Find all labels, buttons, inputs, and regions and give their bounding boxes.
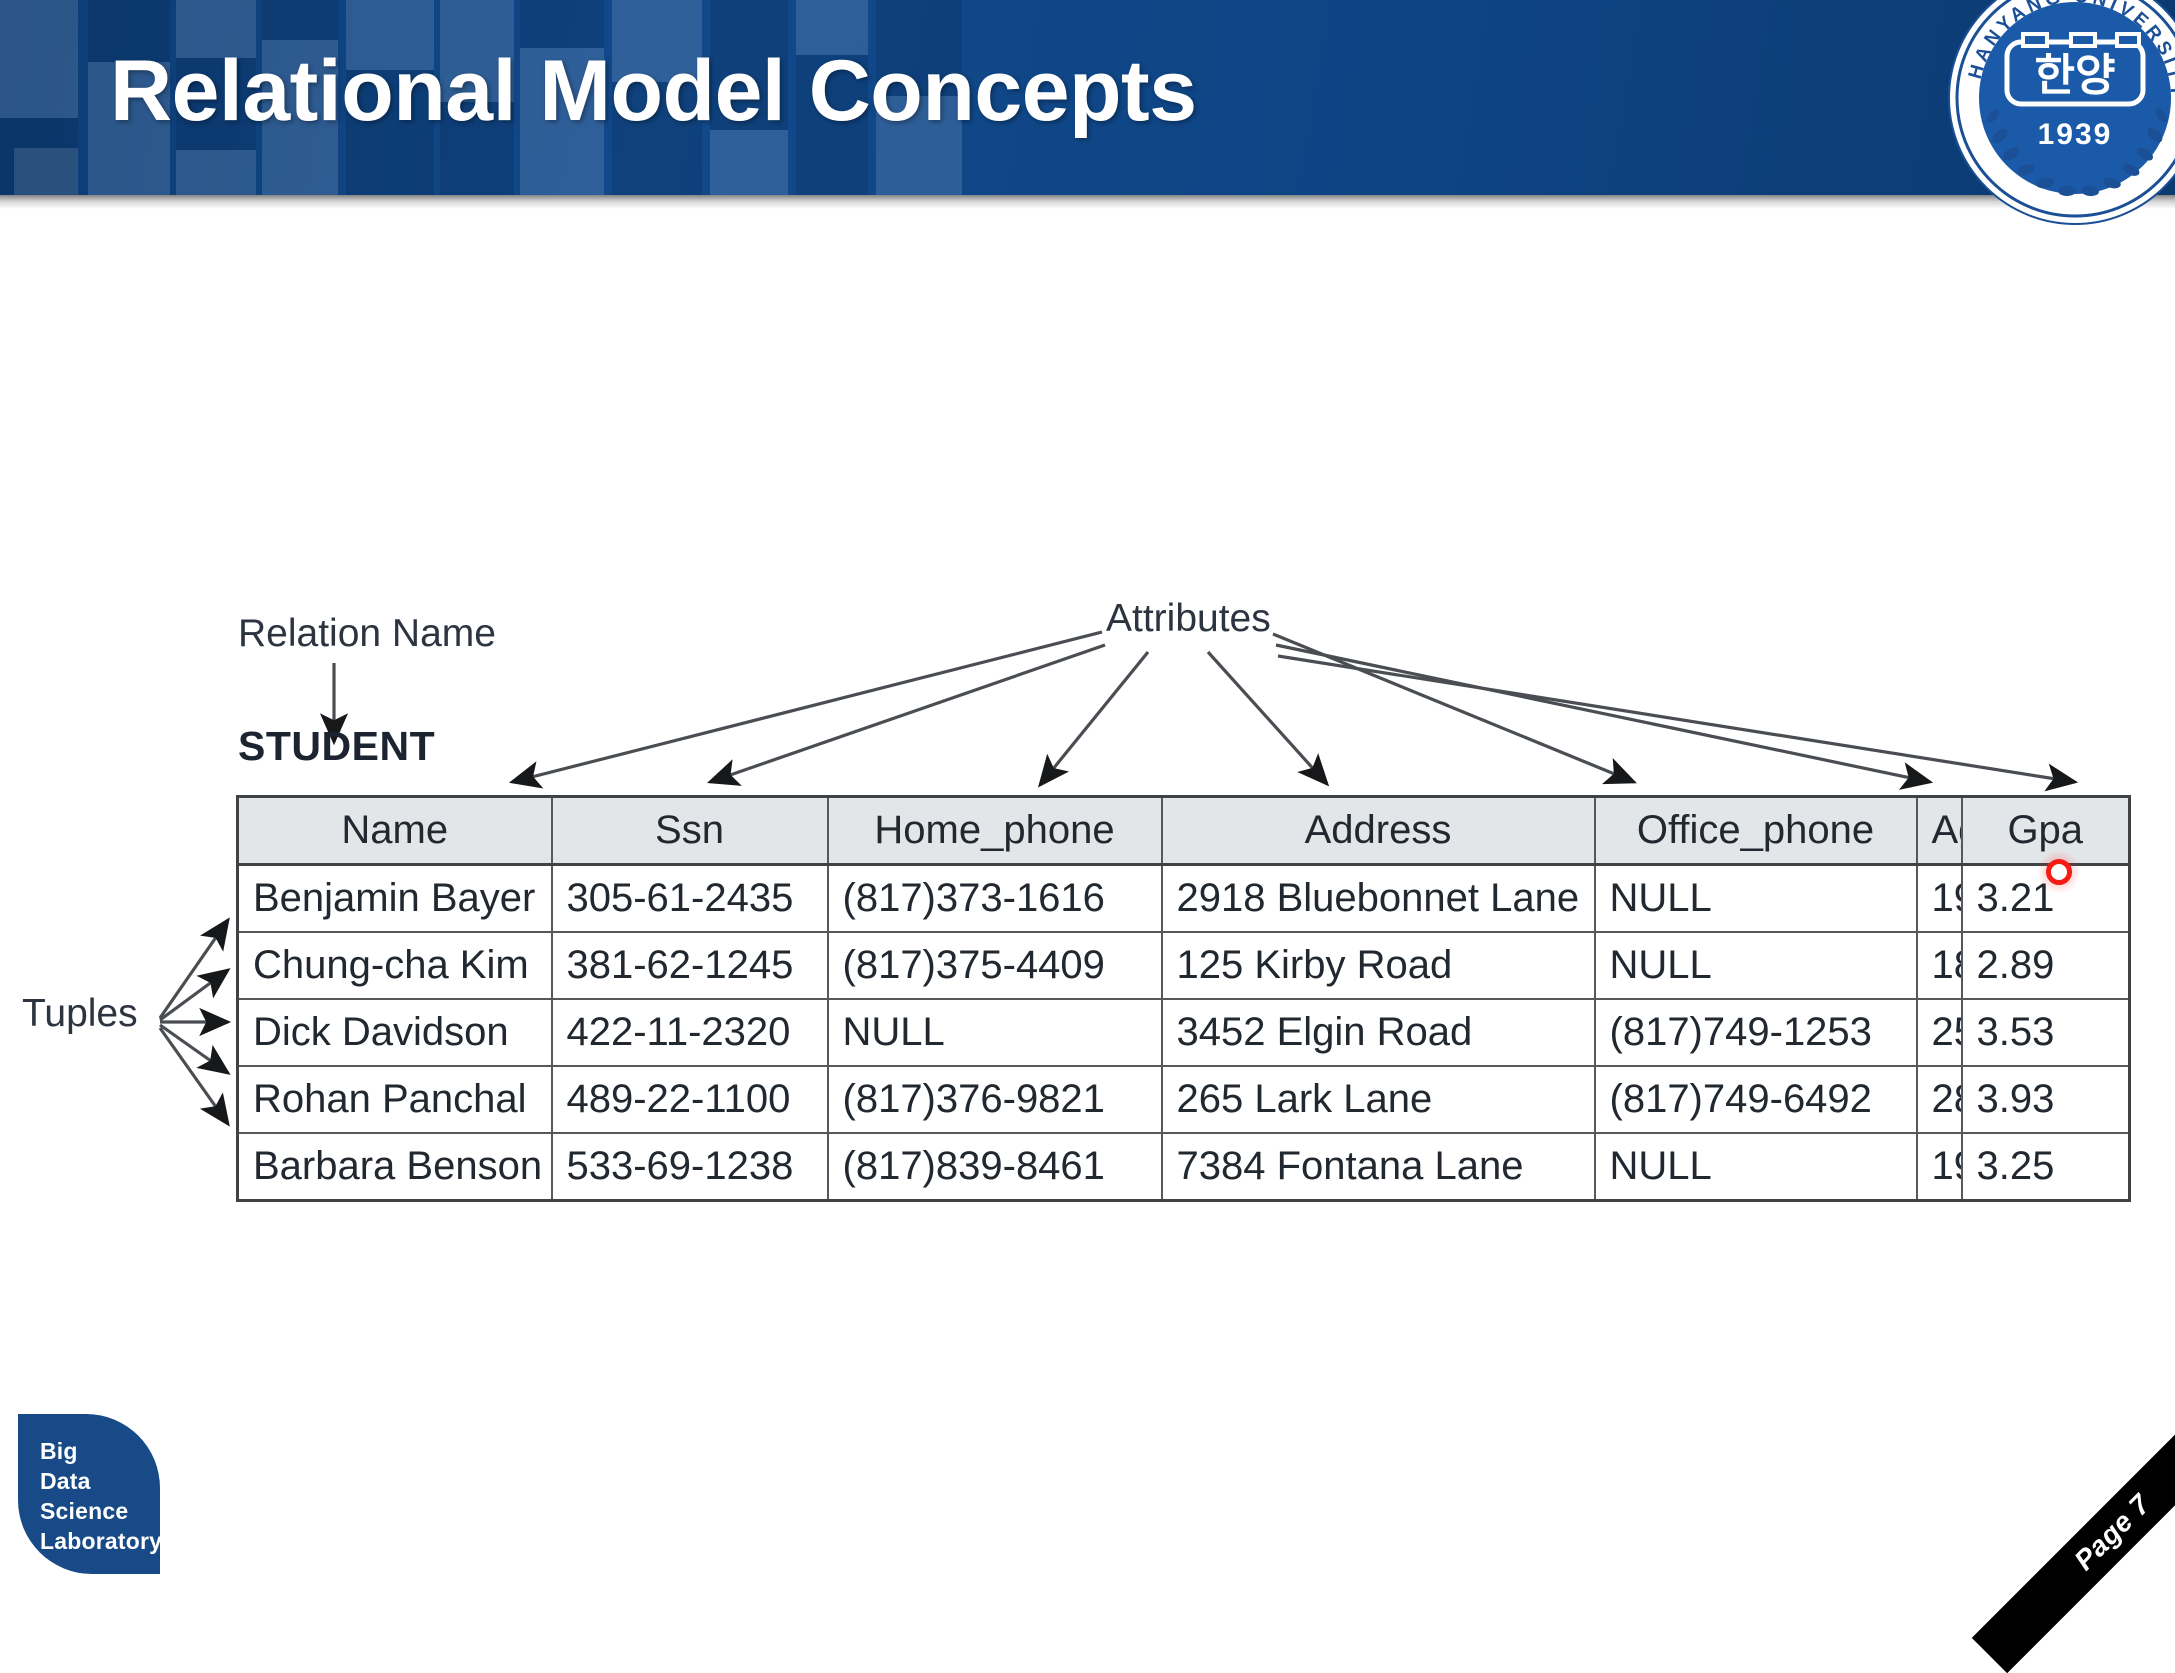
cell-address: 265 Lark Lane: [1160, 1065, 1596, 1134]
cell-office-phone: NULL: [1593, 931, 1918, 1000]
cell-name: Rohan Panchal: [236, 1065, 553, 1134]
table-header-row: Name Ssn Home_phone Address Office_phone…: [236, 795, 2131, 866]
table-row: Rohan Panchal 489-22-1100 (817)376-9821 …: [236, 1065, 2131, 1134]
column-header-age: Age: [1915, 795, 1963, 866]
hanyang-university-seal-icon: HANYANG UNIVERSITY 한양 1939: [1948, 0, 2175, 225]
cursor-ring-icon: [2046, 859, 2072, 885]
cell-ssn: 381-62-1245: [550, 931, 829, 1000]
cell-age: 28: [1915, 1065, 1963, 1134]
student-relation-table: Name Ssn Home_phone Address Office_phone…: [236, 795, 2131, 1202]
cell-ssn: 422-11-2320: [550, 998, 829, 1067]
column-header-home-phone: Home_phone: [826, 795, 1163, 866]
page-number-label: Page 7: [2068, 1488, 2157, 1577]
cell-address: 7384 Fontana Lane: [1160, 1132, 1596, 1202]
cell-office-phone: (817)749-1253: [1593, 998, 1918, 1067]
cell-home-phone: (817)375-4409: [826, 931, 1163, 1000]
cell-gpa: 3.93: [1960, 1065, 2131, 1134]
cell-name: Dick Davidson: [236, 998, 553, 1067]
cell-age: 25: [1915, 998, 1963, 1067]
attributes-annotation-label: Attributes: [1106, 597, 1271, 640]
svg-text:1939: 1939: [2038, 118, 2113, 151]
cell-ssn: 533-69-1238: [550, 1132, 829, 1202]
cell-ssn: 305-61-2435: [550, 863, 829, 933]
cell-gpa: 2.89: [1960, 931, 2131, 1000]
lab-logo-line-1: Big: [40, 1438, 78, 1464]
cell-gpa: 3.53: [1960, 998, 2131, 1067]
column-header-name: Name: [236, 795, 553, 866]
cell-age: 18: [1915, 931, 1963, 1000]
cell-home-phone: NULL: [826, 998, 1163, 1067]
table-row: Dick Davidson 422-11-2320 NULL 3452 Elgi…: [236, 998, 2131, 1067]
header-drop-shadow: [0, 195, 2175, 209]
cell-home-phone: (817)839-8461: [826, 1132, 1163, 1202]
cell-gpa: 3.21: [1960, 863, 2131, 933]
table-row: Chung-cha Kim 381-62-1245 (817)375-4409 …: [236, 931, 2131, 1000]
column-header-office-phone: Office_phone: [1593, 795, 1918, 866]
column-header-gpa: Gpa: [1960, 795, 2131, 866]
cell-office-phone: NULL: [1593, 863, 1918, 933]
cursor-pointer-marker: [2037, 850, 2081, 894]
slide-header-bar: Relational Model Concepts: [0, 0, 2175, 195]
svg-text:한양: 한양: [2035, 50, 2116, 101]
cell-office-phone: NULL: [1593, 1132, 1918, 1202]
cell-age: 19: [1915, 863, 1963, 933]
relation-name-annotation-label: Relation Name: [238, 612, 496, 655]
cell-name: Barbara Benson: [236, 1132, 553, 1202]
page-number-ribbon: Page 7: [1971, 1432, 2175, 1673]
table-row: Benjamin Bayer 305-61-2435 (817)373-1616…: [236, 863, 2131, 933]
lab-logo-line-3: Science: [40, 1498, 129, 1524]
column-header-address: Address: [1160, 795, 1596, 866]
lab-logo-line-2: Data: [40, 1468, 91, 1494]
relation-name-value: STUDENT: [238, 723, 436, 769]
table-row: Barbara Benson 533-69-1238 (817)839-8461…: [236, 1132, 2131, 1202]
cell-name: Benjamin Bayer: [236, 863, 553, 933]
cell-address: 3452 Elgin Road: [1160, 998, 1596, 1067]
cell-office-phone: (817)749-6492: [1593, 1065, 1918, 1134]
page-title: Relational Model Concepts: [110, 43, 1197, 139]
cell-home-phone: (817)373-1616: [826, 863, 1163, 933]
lab-logo-line-4: Laboratory: [40, 1528, 163, 1554]
cell-age: 19: [1915, 1132, 1963, 1202]
cell-ssn: 489-22-1100: [550, 1065, 829, 1134]
cell-gpa: 3.25: [1960, 1132, 2131, 1202]
big-data-science-laboratory-logo: Big Data Science Laboratory: [18, 1414, 163, 1574]
cell-address: 125 Kirby Road: [1160, 931, 1596, 1000]
cell-name: Chung-cha Kim: [236, 931, 553, 1000]
column-header-ssn: Ssn: [550, 795, 829, 866]
cell-address: 2918 Bluebonnet Lane: [1160, 863, 1596, 933]
tuples-annotation-label: Tuples: [22, 992, 138, 1035]
cell-home-phone: (817)376-9821: [826, 1065, 1163, 1134]
